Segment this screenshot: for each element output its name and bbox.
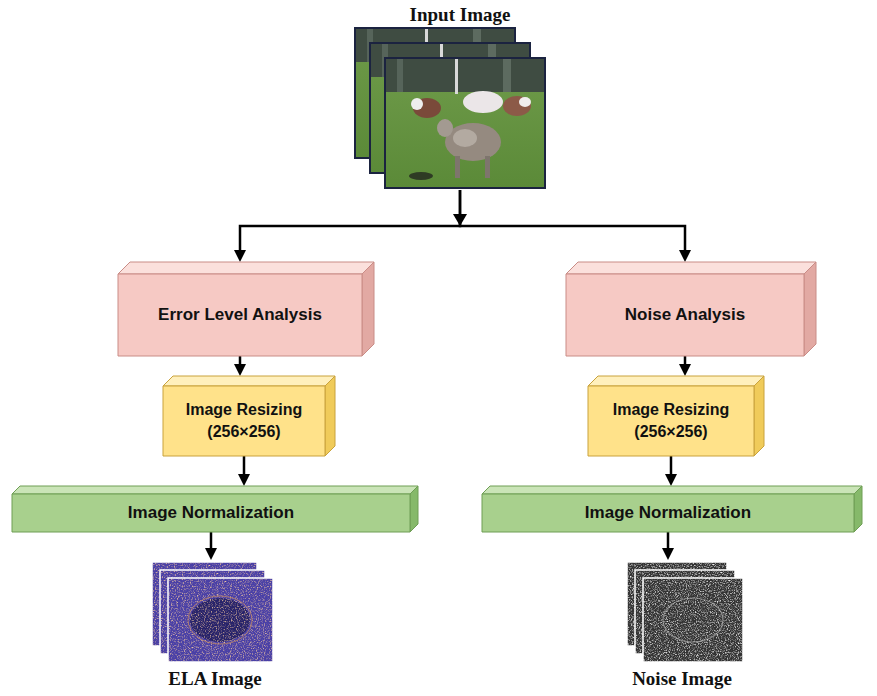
image-panel: Noise Image [612,560,752,690]
box-face [163,376,335,386]
box-face [410,486,418,532]
input-image-stack [355,28,545,188]
flow-arrow [239,356,242,368]
flow-arrow [460,190,685,254]
box-label: Error Level Analysis [158,304,322,327]
noise-image-stack [627,562,743,662]
box-label: Image Normalization [585,502,751,525]
box-face [854,486,862,532]
process-box: Noise Analysis [566,262,816,356]
flow-arrow [670,456,673,478]
image-caption: Input Image [410,4,511,26]
box-face [482,486,862,494]
flow-arrow [243,456,246,478]
box-face [566,274,804,356]
box-face [12,486,418,494]
box-face [12,494,410,532]
box-face [118,262,374,274]
process-box: Image Normalization [12,486,418,532]
box-face [482,494,854,532]
box-label: Image Normalization [128,502,294,525]
box-label: Image Resizing (256×256) [179,399,309,442]
image-caption: ELA Image [168,668,261,690]
box-face [362,262,374,356]
box-face [118,274,362,356]
process-box: Image Normalization [482,486,862,532]
box-face [588,376,764,386]
box-face [588,386,754,456]
box-label: Image Resizing (256×256) [606,399,736,442]
box-face [754,376,764,456]
box-face [804,262,816,356]
flow-arrow [684,356,687,368]
flow-arrow [240,190,460,254]
process-box: Image Resizing (256×256) [163,376,335,456]
box-face [163,386,325,456]
flow-arrow [210,532,213,552]
image-panel: ELA Image [140,560,290,690]
box-face [566,262,816,274]
ela-image-stack [152,562,273,662]
process-box: Image Resizing (256×256) [588,376,764,456]
flow-arrow [667,532,670,552]
box-label: Noise Analysis [625,304,745,327]
process-box: Error Level Analysis [118,262,374,356]
image-panel: Input Image [355,4,565,190]
box-face [325,376,335,456]
image-caption: Noise Image [632,668,732,690]
